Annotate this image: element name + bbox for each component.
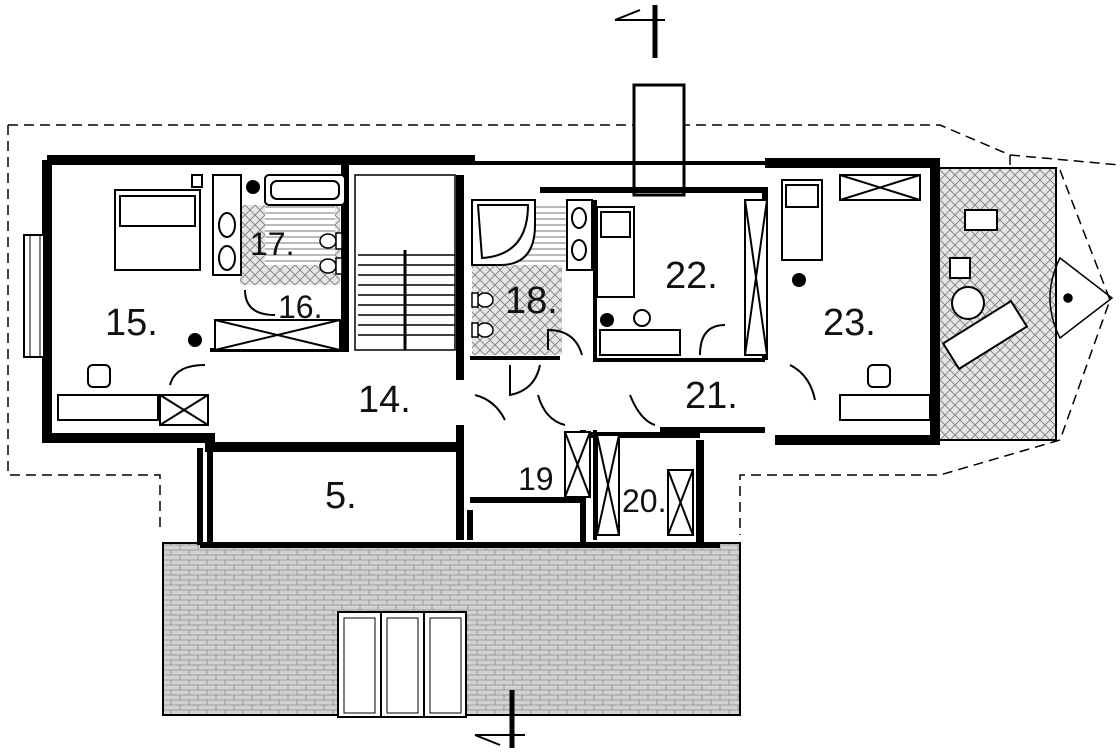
sink-icon bbox=[212, 174, 593, 276]
chimney bbox=[632, 83, 686, 197]
toilet-icon bbox=[319, 232, 494, 338]
terrace-window bbox=[337, 611, 467, 718]
desk-icon bbox=[57, 309, 931, 421]
roof-outline bbox=[7, 124, 1120, 535]
room-21-label: 21. bbox=[685, 375, 738, 417]
lounger-icon bbox=[941, 209, 1029, 371]
section-marker-icon bbox=[474, 5, 665, 748]
corner-tub-icon bbox=[471, 199, 536, 266]
bathtub-icon bbox=[264, 174, 346, 206]
room-22-label: 22. bbox=[665, 255, 718, 297]
section-marker-icon bbox=[1049, 256, 1114, 340]
chair-icon bbox=[87, 364, 891, 388]
plant-icon bbox=[188, 180, 806, 347]
room-5-label: 5. bbox=[325, 475, 357, 517]
room-15-label: 15. bbox=[105, 302, 158, 344]
room-23-label: 23. bbox=[823, 302, 876, 344]
doors bbox=[169, 289, 816, 426]
room-17-label: 17. bbox=[250, 226, 294, 262]
bed-icon bbox=[596, 179, 823, 298]
room-20-label: 20. bbox=[622, 483, 666, 519]
room-19-label: 19 bbox=[518, 461, 554, 497]
bed-icon bbox=[114, 174, 203, 271]
wardrobes bbox=[159, 174, 921, 536]
bay-window bbox=[23, 234, 45, 358]
room-18-label: 18. bbox=[505, 280, 558, 322]
staircase bbox=[354, 174, 456, 351]
room-16-label: 16. bbox=[278, 289, 322, 325]
room-14-label: 14. bbox=[358, 379, 411, 421]
